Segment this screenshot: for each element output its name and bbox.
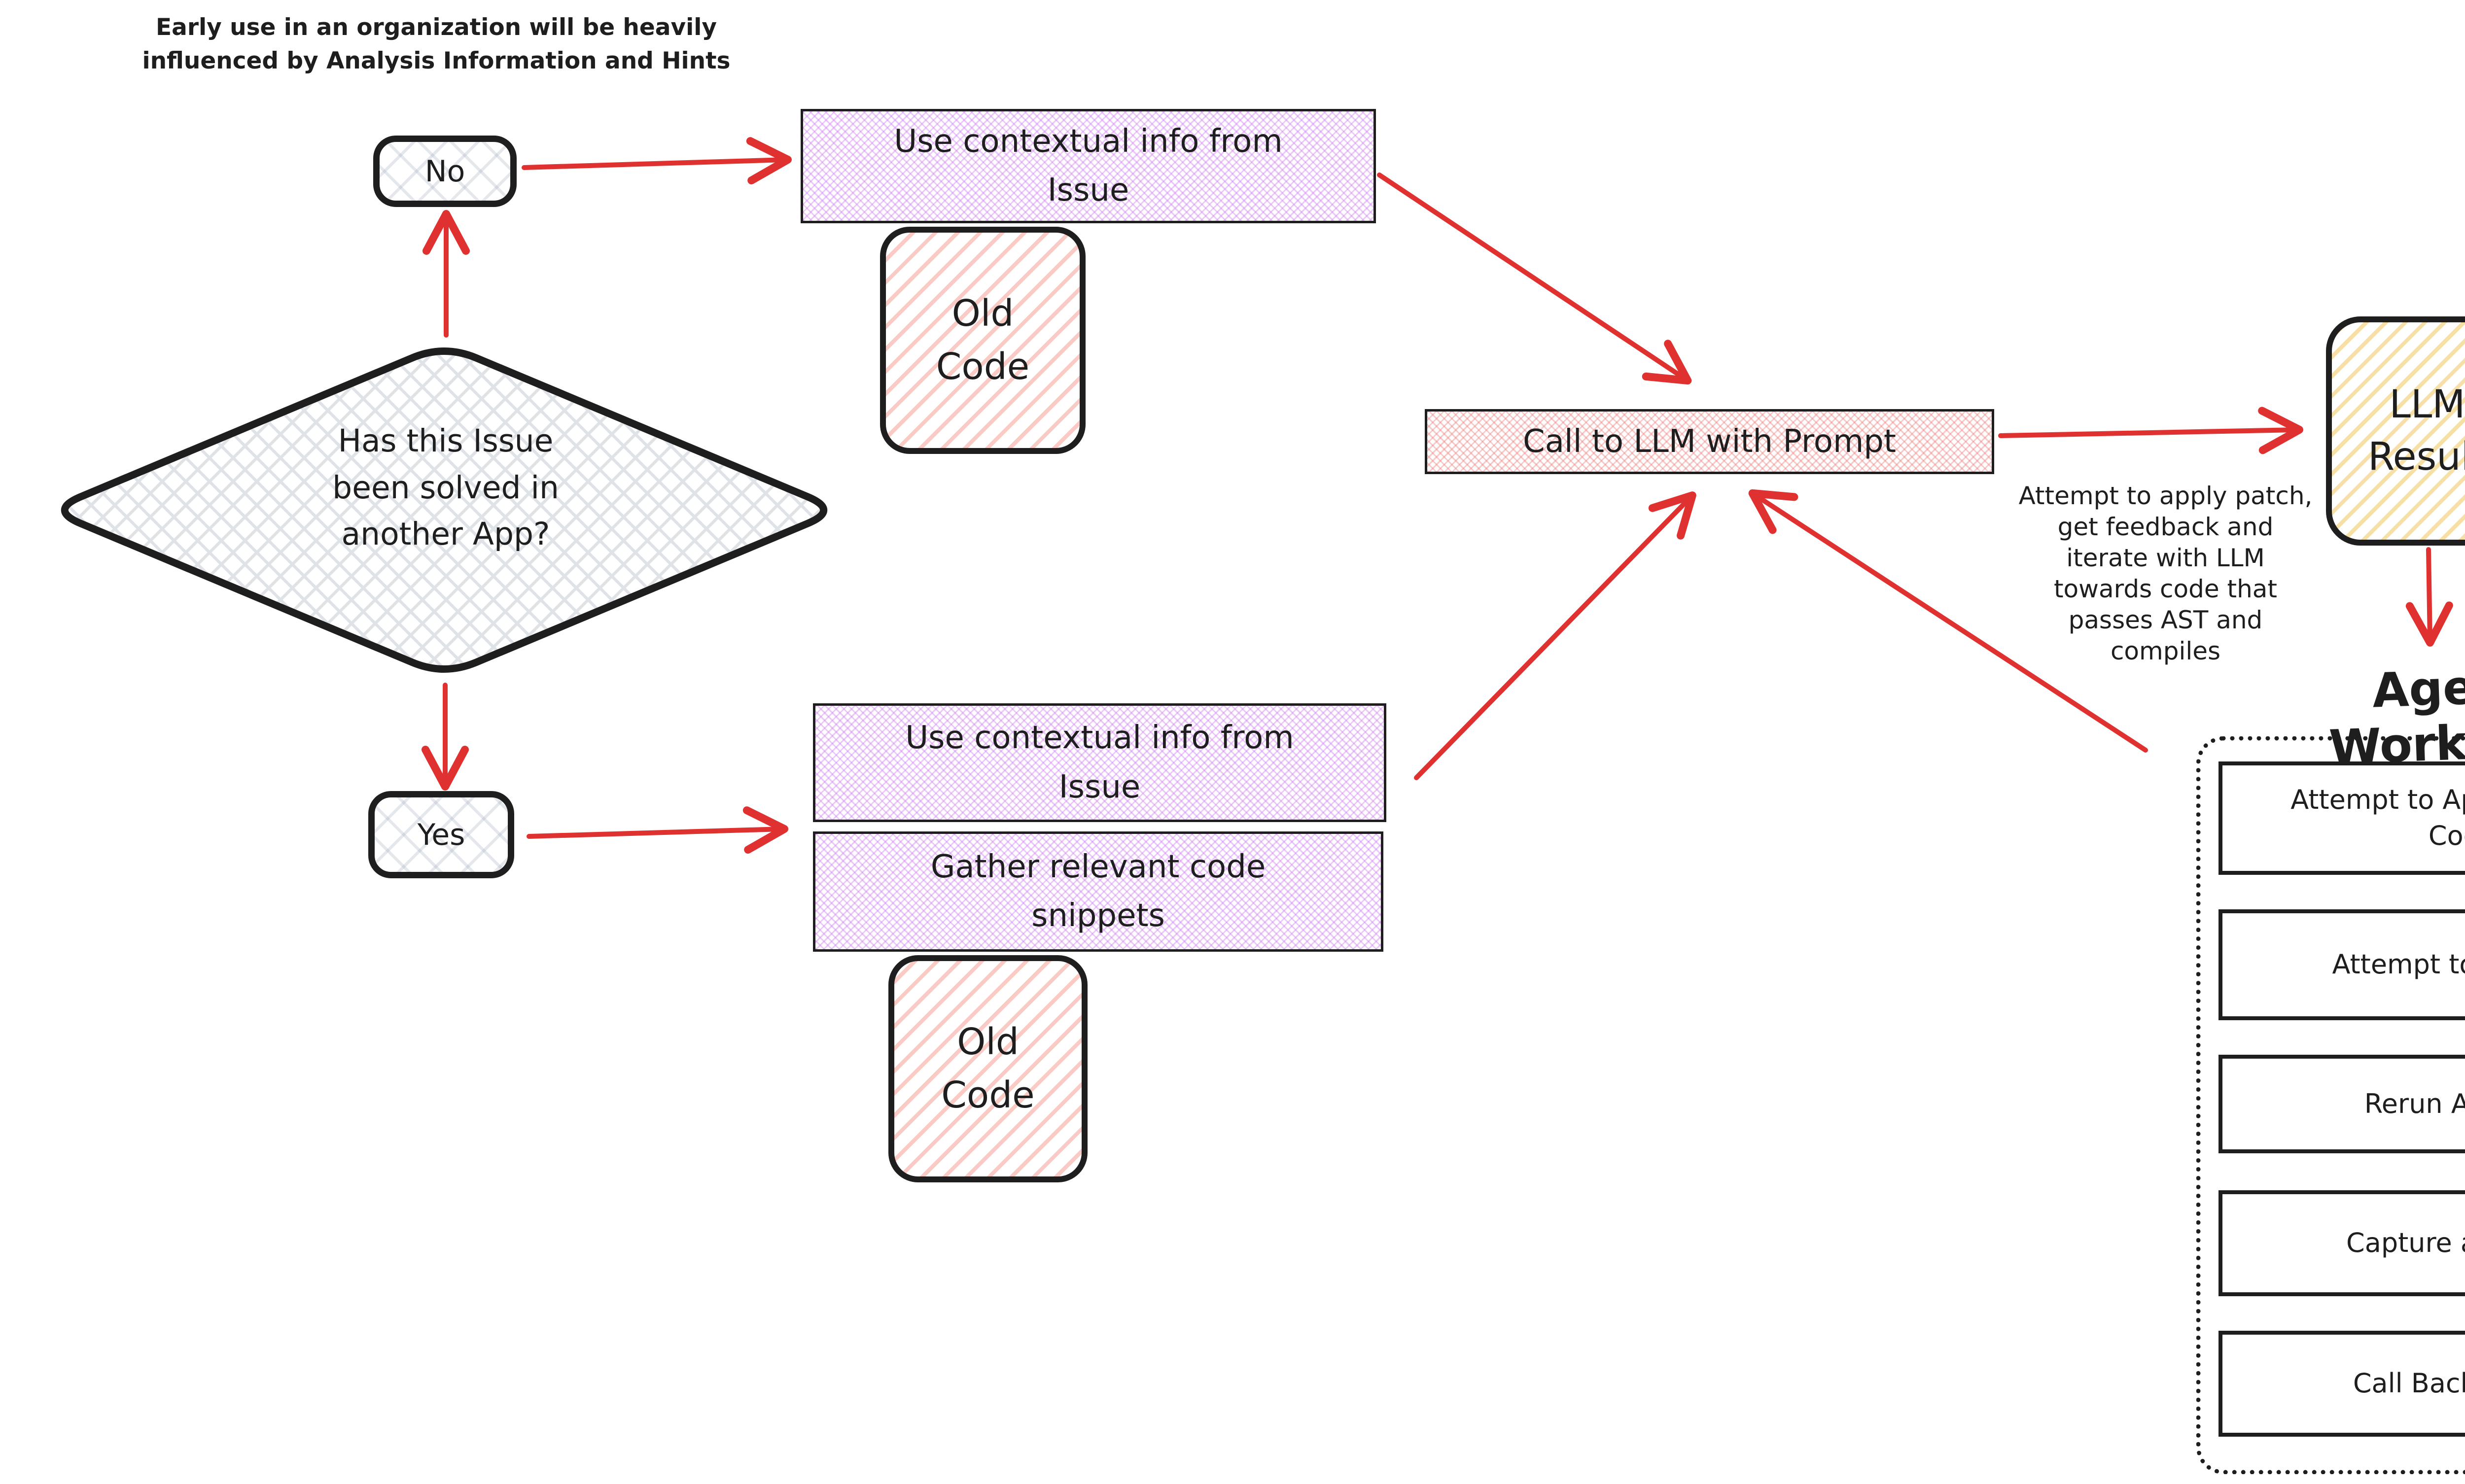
arrow-yes-to-use-info [527,806,788,854]
decision-diamond-shape [61,347,827,673]
call-llm-node: Call to LLM with Prompt [1425,409,1994,474]
use-contextual-info-bottom-node: Use contextual info from Issue [813,703,1386,822]
no-node: No [373,136,517,207]
llm-result-node: LLM Result [2326,316,2465,546]
decision-label: Has this Issue been solved in another Ap… [332,423,559,552]
arrow-useinfo-bottom-to-call [1414,491,1696,780]
note-text: Early use in an organization will be hea… [142,14,731,75]
workflow-step-call-back-llm: Call Back to LLM [2218,1331,2465,1437]
gather-snippets-node: Gather relevant code snippets [813,831,1383,952]
agent-workflow-container [2196,736,2465,1474]
workflow-step-rerun-analysis: Rerun Analysis [2218,1055,2465,1153]
workflow-step-compile: Attempt to Compile [2218,909,2465,1020]
annotation-text: Attempt to apply patch, get feedback and… [2018,482,2313,665]
arrow-call-to-llm-result [1998,407,2303,454]
arrow-llmresult-to-workflow [2405,547,2453,647]
workflow-step-apply-patch: Attempt to Apply Patch to Code [2218,761,2465,875]
old-code-top-node: Old Code [880,227,1086,454]
workflow-step-capture-errors: Capture all Errors [2218,1190,2465,1296]
yes-node: Yes [368,791,514,878]
old-code-bottom-node: Old Code [888,955,1088,1182]
arrow-no-to-use-info [522,137,792,185]
use-contextual-info-top-node: Use contextual info from Issue [801,109,1376,223]
arrow-useinfo-top-to-call [1377,173,1692,385]
